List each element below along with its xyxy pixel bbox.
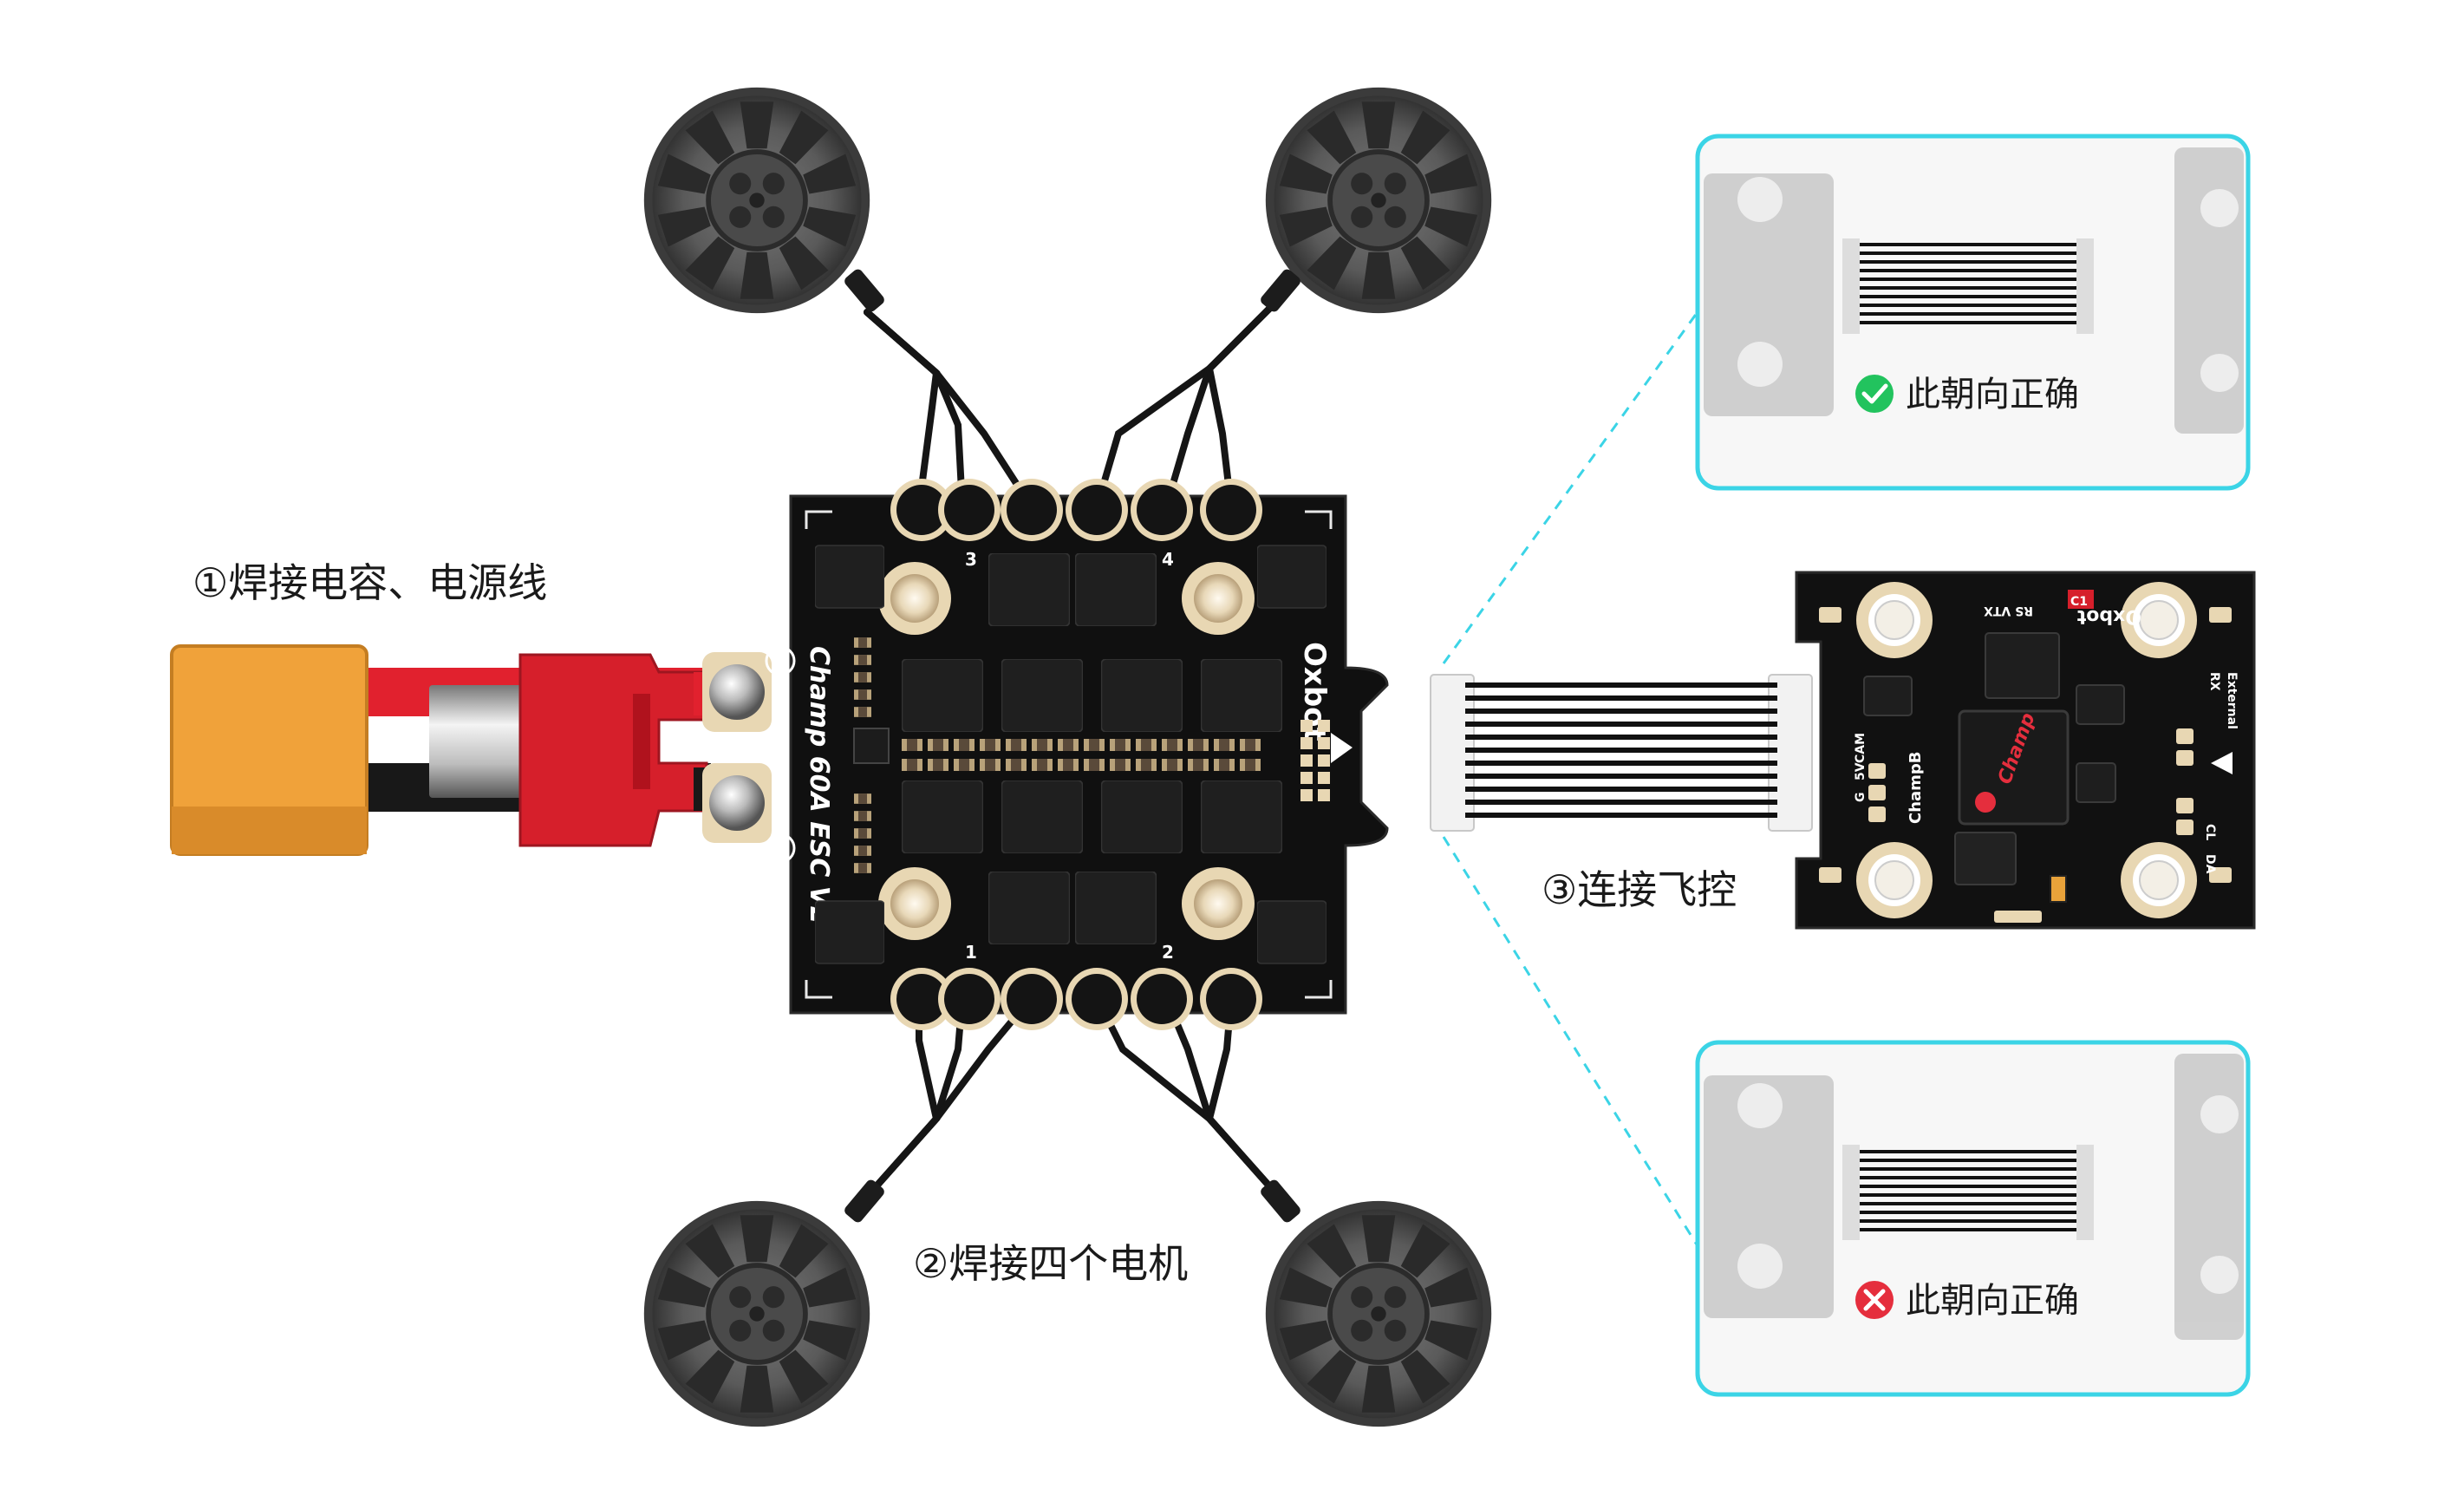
fc-c1-label: C1	[2070, 595, 2088, 609]
esc-power-pads	[702, 652, 772, 843]
fc-da-label: DA	[2203, 854, 2217, 874]
fc-cam-label: CAM	[1854, 733, 1868, 763]
motor-number-4: 4	[1162, 549, 1174, 570]
fc-rx-label: RX	[2207, 672, 2221, 691]
esc-board: − + Champ 60A ESC V2 Oxbot 3 4	[702, 479, 1389, 1030]
fc-brand: Oxbot	[2076, 605, 2141, 627]
motor-3	[644, 88, 884, 314]
esc-mcu	[853, 728, 890, 764]
orientation-panel-wrong: 此朝向正确	[1695, 1040, 2251, 1397]
esc-model-text: Champ 60A ESC V2	[804, 646, 834, 924]
motor-4	[1261, 88, 1491, 314]
motor-number-3: 3	[965, 549, 977, 570]
motor-number-2: 2	[1162, 942, 1174, 963]
fc-mounting-holes	[1856, 582, 2197, 918]
esc-mounting-holes	[878, 562, 1255, 940]
orientation-panel-correct: 此朝向正确	[1695, 134, 2251, 491]
fc-g-label: G	[1854, 793, 1868, 803]
esc-signal-pads	[1300, 720, 1330, 801]
motor-1	[644, 1179, 884, 1427]
step3-label: ③连接飞控	[1542, 866, 1737, 913]
flight-controller: C1 RS VTX Oxbot Champ ChampB External RX…	[1795, 571, 2256, 930]
plus-sign: +	[769, 834, 791, 865]
ribbon-cable	[1430, 674, 1813, 832]
correct-label: 此朝向正确	[1906, 375, 2079, 415]
motor-number-1: 1	[965, 942, 977, 963]
minus-marker	[765, 645, 796, 676]
fc-rsvtx-label: RS VTX	[1984, 604, 2033, 617]
callout-lines	[1442, 309, 1701, 1250]
fc-external-label: External	[2225, 672, 2239, 729]
fc-cl-label: CL	[2203, 824, 2217, 840]
fc-osd-chip	[1985, 632, 2060, 699]
fc-5v-label: 5V	[1854, 762, 1868, 780]
step2-label: ②焊接四个电机	[913, 1240, 1188, 1287]
fc-model-label: ChampB	[1907, 751, 1925, 824]
plus-marker	[765, 833, 796, 864]
wrong-label: 此朝向正确	[1906, 1281, 2079, 1321]
check-icon	[1855, 375, 1894, 413]
fc-pads	[1819, 607, 2232, 923]
motor-2	[1261, 1179, 1491, 1427]
minus-sign: −	[769, 646, 791, 676]
fc-gyro	[1954, 832, 2017, 885]
capacitor	[429, 685, 533, 798]
step1-label: ①焊接电容、电源线	[192, 559, 547, 606]
power-lead	[170, 644, 746, 856]
